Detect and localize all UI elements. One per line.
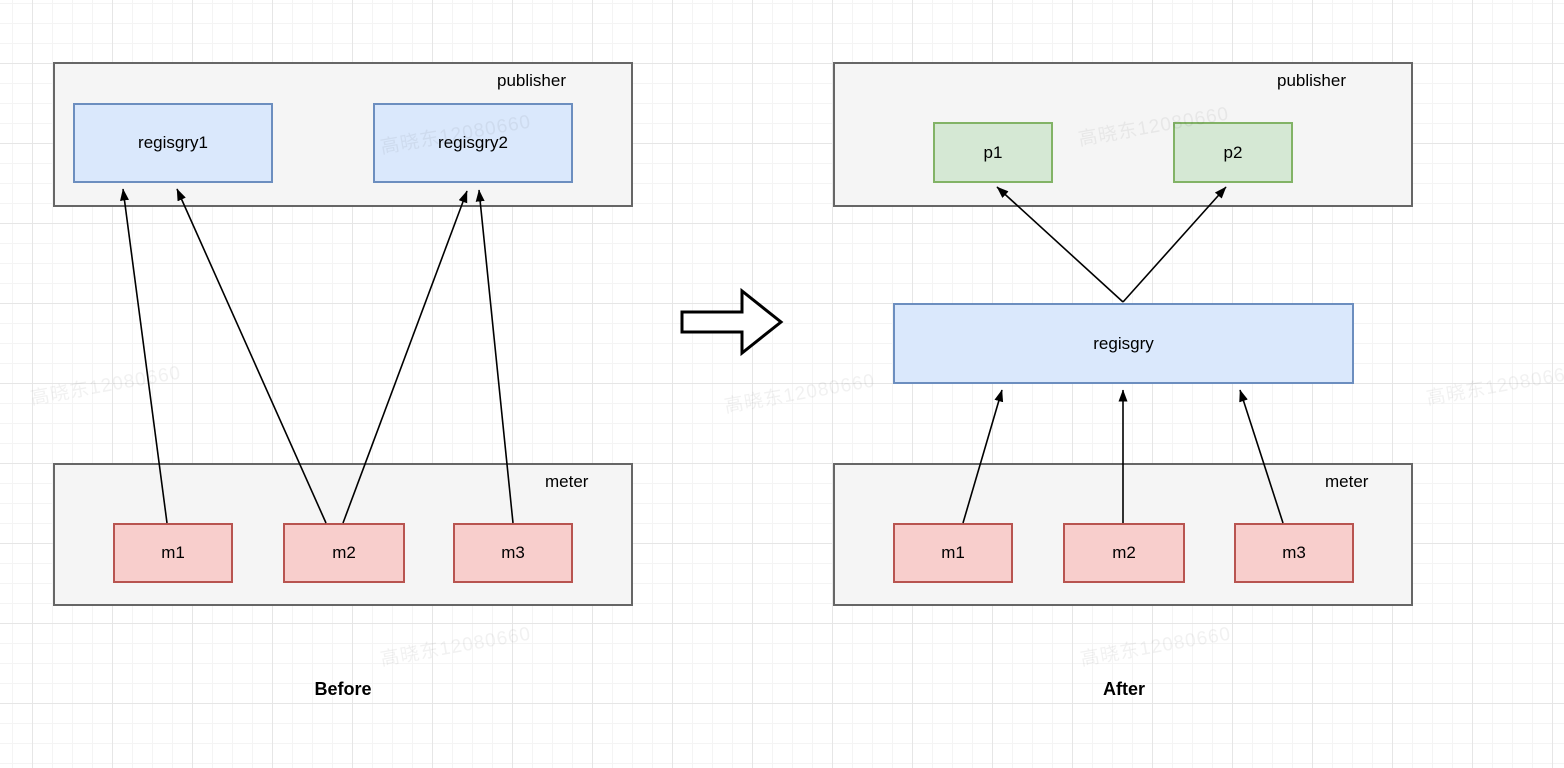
after-meter-label: meter [1325, 472, 1369, 491]
node-before-m3-label: m3 [501, 543, 525, 562]
after-caption: After [1102, 679, 1145, 699]
node-after-m2-label: m2 [1112, 543, 1136, 562]
node-regisgry1-label: regisgry1 [138, 133, 208, 152]
node-p2: p2 [1173, 122, 1293, 183]
node-after-m3: m3 [1234, 523, 1354, 583]
after-publisher-label: publisher [1277, 71, 1346, 90]
watermark-text: 高晓东12080660 [722, 370, 877, 418]
node-before-m2: m2 [283, 523, 405, 583]
node-after-m2: m2 [1063, 523, 1185, 583]
before-caption: Before [314, 679, 372, 699]
node-before-m1-label: m1 [161, 543, 185, 562]
node-regisgry1: regisgry1 [73, 103, 273, 183]
node-p1-label: p1 [983, 142, 1003, 162]
before-meter-label: meter [545, 472, 589, 491]
watermark-text: 高晓东12080660 [1078, 623, 1233, 671]
node-p2-label: p2 [1223, 142, 1243, 162]
transform-right-arrow-icon [680, 287, 784, 357]
node-after-m1-label: m1 [941, 543, 965, 562]
node-after-m3-label: m3 [1282, 543, 1306, 562]
watermark-text: 高晓东12080660 [378, 623, 533, 671]
node-before-m3: m3 [453, 523, 573, 583]
node-regisgry-label: regisgry [1093, 333, 1154, 353]
node-regisgry2: regisgry2 [373, 103, 573, 183]
node-before-m1: m1 [113, 523, 233, 583]
before-publisher-label: publisher [497, 71, 566, 90]
node-after-m1: m1 [893, 523, 1013, 583]
node-before-m2-label: m2 [332, 543, 356, 562]
node-regisgry2-label: regisgry2 [438, 133, 508, 152]
node-regisgry: regisgry [893, 303, 1354, 384]
watermark-text: 高晓东12080660 [1424, 362, 1564, 410]
watermark-text: 高晓东12080660 [28, 362, 183, 410]
node-p1: p1 [933, 122, 1053, 183]
